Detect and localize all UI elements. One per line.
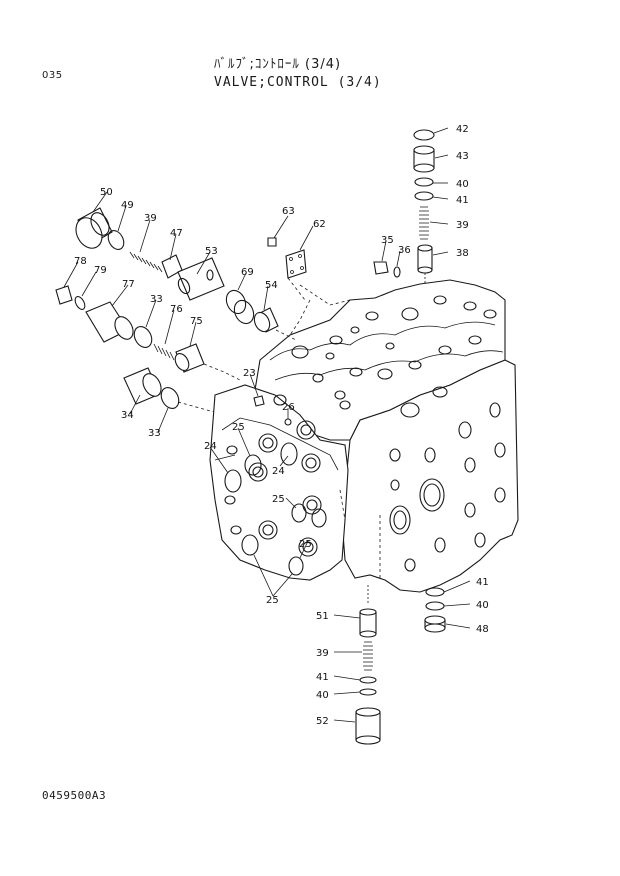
callout-26: 26 [282,402,295,413]
callout-54: 54 [265,280,278,291]
callout-25: 25 [299,539,312,550]
callout-62: 62 [313,219,326,230]
o-ring-41a [414,191,434,201]
callout-labels: 42 43 40 41 39 38 36 35 63 62 50 49 39 4… [74,124,489,727]
screw-63 [267,237,277,247]
lower-right-plug [424,587,446,633]
callout-49: 49 [121,200,134,211]
callout-25: 25 [272,494,285,505]
callout-39: 39 [316,648,329,659]
backup-ring-40a [414,177,434,187]
callout-33: 33 [150,294,163,305]
lower-plug-stack [355,585,381,745]
drawing-code: 0459500A3 [42,789,107,802]
port-rings-left-block [224,394,322,557]
callout-63: 63 [282,206,295,217]
title-japanese: ﾊﾞﾙﾌﾞ;ｺﾝﾄﾛｰﾙ (3/4) [214,57,342,72]
o-rings-loose [224,442,327,576]
bolt-holes-top [291,295,497,418]
callout-79: 79 [94,265,107,276]
leader-lines [63,127,471,723]
callout-53: 53 [205,246,218,257]
page-number: 035 [42,70,63,81]
callout-25: 25 [266,595,279,606]
callout-76: 76 [170,304,183,315]
callout-34: 34 [121,410,134,421]
callout-40: 40 [456,179,469,190]
callout-40: 40 [476,600,489,611]
callout-38: 38 [456,248,469,259]
callout-50: 50 [100,187,113,198]
callout-77: 77 [122,279,135,290]
spring-39a [419,206,429,240]
callout-47: 47 [170,228,183,239]
valve-body [209,279,519,593]
callout-69: 69 [241,267,254,278]
callout-25: 25 [232,422,245,433]
callout-41: 41 [456,195,469,206]
callout-35: 35 [381,235,394,246]
callout-40: 40 [316,690,329,701]
callout-42: 42 [456,124,469,135]
callout-36: 36 [398,245,411,256]
callout-33: 33 [148,428,161,439]
callout-24: 24 [204,441,217,452]
callout-48: 48 [476,624,489,635]
cover-plate-62 [267,237,307,301]
callout-23: 23 [243,368,256,379]
callout-41: 41 [316,672,329,683]
callout-52: 52 [316,716,329,727]
callout-39: 39 [144,213,157,224]
upper-plug-stack [413,129,435,285]
callout-78: 78 [74,256,87,267]
callout-39: 39 [456,220,469,231]
o-ring-42 [413,129,435,141]
relief-assembly-left [55,285,241,413]
spool-assembly-left [75,207,297,341]
callout-41: 41 [476,577,489,588]
title-english: VALVE;CONTROL (3/4) [214,75,382,90]
callout-43: 43 [456,151,469,162]
callout-24: 24 [272,466,285,477]
bolt-holes-side [389,402,506,572]
callout-75: 75 [190,316,203,327]
callout-51: 51 [316,611,329,622]
small-plug-35-36 [373,261,401,278]
